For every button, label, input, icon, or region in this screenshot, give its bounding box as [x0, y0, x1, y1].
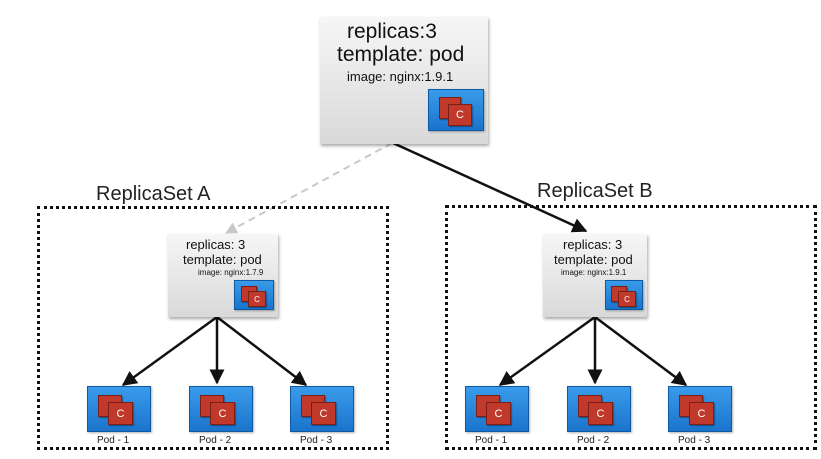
- replicaset-b-image: image: nginx:1.9.1: [561, 268, 627, 277]
- replicaset-b-pod-3-arrow: [594, 315, 688, 387]
- replicaset-a-replicas: replicas: 3: [186, 237, 246, 252]
- replicaset-b-template: template: pod: [554, 252, 633, 267]
- replicaset-a-pod-1-arrow: [121, 315, 218, 387]
- deployment-template: template: pod: [337, 43, 465, 66]
- deployment-pod-template-icon: C: [428, 89, 484, 131]
- container-letter: C: [596, 407, 605, 420]
- replicaset-a-title: ReplicaSet A: [96, 183, 211, 205]
- replicaset-b-spec-box: replicas: 3 template: pod image: nginx:1…: [543, 234, 647, 317]
- replicaset-a-pod-3-label: Pod - 3: [300, 435, 333, 446]
- replicaset-a-pod-1-label: Pod - 1: [97, 435, 130, 446]
- replicaset-a-template: template: pod: [183, 252, 262, 267]
- replicaset-a-pod-template-icon: C: [234, 280, 274, 310]
- deployment-replicas: replicas:3: [347, 20, 437, 43]
- deployment-to-replicaset-a-arrow: [224, 142, 393, 234]
- deployment-to-replicaset-b-arrow: [392, 141, 588, 233]
- replicaset-b-pod-template-icon: C: [605, 280, 643, 310]
- replicaset-b-pod-1: C: [465, 386, 529, 432]
- replicaset-b-pod-1-label: Pod - 1: [475, 435, 508, 446]
- replicaset-b-frame: [445, 205, 817, 450]
- container-letter: C: [456, 109, 464, 121]
- container-letter: C: [254, 294, 260, 304]
- container-letter: C: [116, 407, 125, 420]
- replicaset-a-spec-box: replicas: 3 template: pod image: nginx:1…: [168, 234, 278, 317]
- deployment-image: image: nginx:1.9.1: [347, 69, 454, 84]
- replicaset-a-pod-3-arrow: [216, 316, 308, 386]
- container-letter: C: [697, 407, 706, 420]
- container-letter: C: [319, 407, 328, 420]
- replicaset-b-pod-2: C: [567, 386, 631, 432]
- replicaset-a-pod-3: C: [290, 386, 354, 432]
- replicaset-a-pod-2-label: Pod - 2: [199, 435, 232, 446]
- replicaset-b-pod-1-arrow: [498, 315, 596, 387]
- replicaset-a-pod-1: C: [87, 386, 151, 432]
- replicaset-b-replicas: replicas: 3: [563, 237, 623, 252]
- replicaset-b-pod-2-label: Pod - 2: [577, 435, 610, 446]
- replicaset-a-image: image: nginx:1.7.9: [198, 268, 264, 277]
- replicaset-b-pod-3: C: [668, 386, 732, 432]
- container-letter: C: [624, 294, 630, 304]
- replicaset-b-title: ReplicaSet B: [537, 180, 653, 202]
- replicaset-a-pod-2: C: [189, 386, 253, 432]
- replicaset-a-frame: [37, 206, 389, 450]
- container-letter: C: [494, 407, 503, 420]
- deployment-spec-box: replicas:3 template: pod image: nginx:1.…: [320, 17, 488, 144]
- container-letter: C: [218, 407, 227, 420]
- replicaset-b-pod-3-label: Pod - 3: [678, 435, 711, 446]
